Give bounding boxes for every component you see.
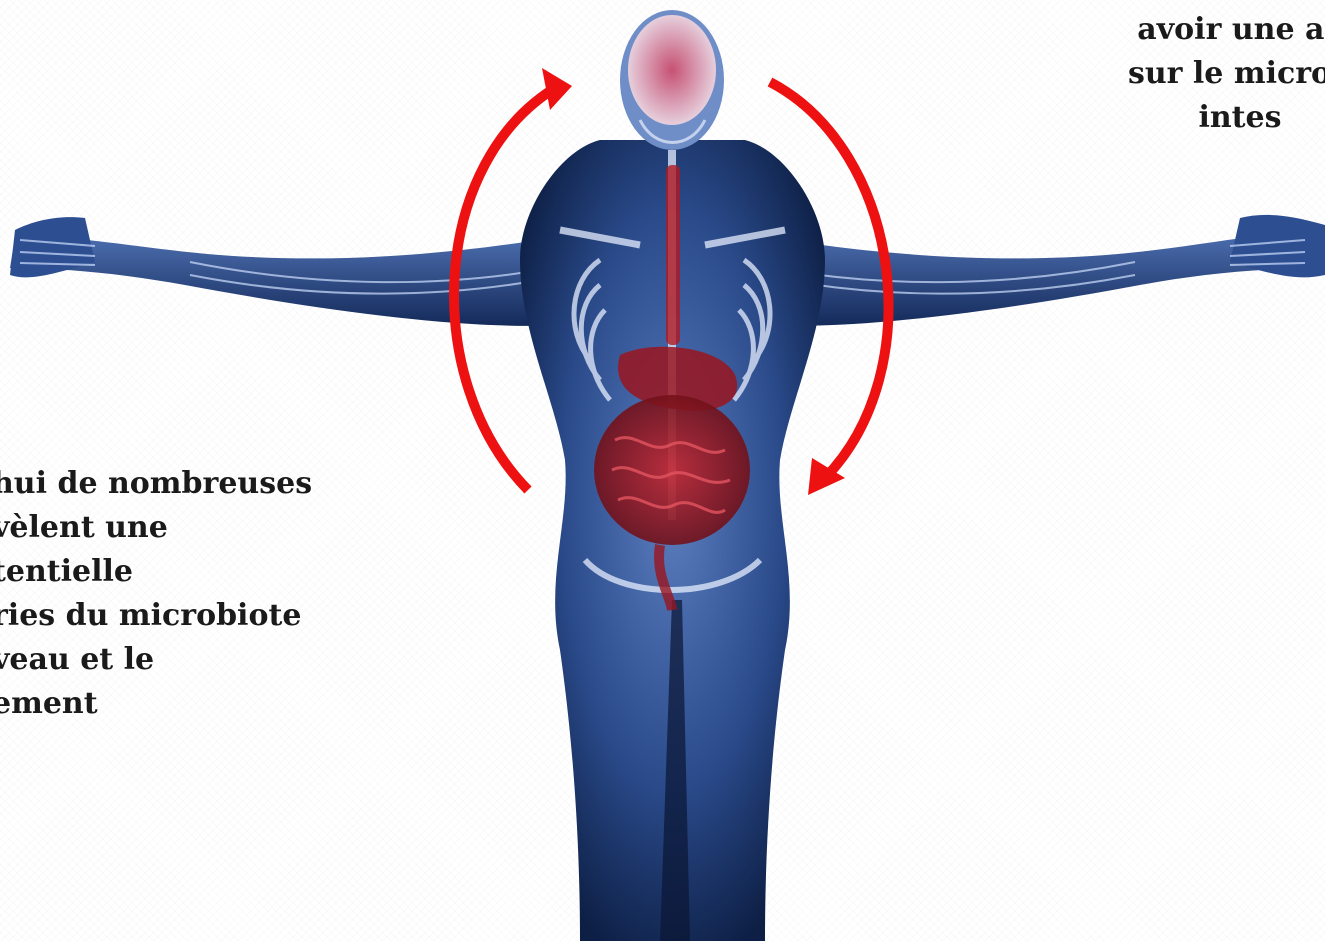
left-arm <box>10 217 570 326</box>
left-caption-line: veau et le <box>0 638 312 682</box>
left-caption-line: ement <box>0 682 312 726</box>
right-caption-line: avoir une ac <box>1030 8 1325 52</box>
left-caption-line: tentielle <box>0 550 312 594</box>
left-caption-line: ries du microbiote <box>0 594 312 638</box>
left-caption-line: vèlent une <box>0 506 312 550</box>
right-caption: avoir une ac sur le microb intes <box>1030 8 1325 140</box>
right-caption-line: intes <box>1030 96 1325 140</box>
head <box>620 10 724 150</box>
left-caption: hui de nombreuses vèlent une tentielle r… <box>0 462 312 726</box>
right-arm <box>755 215 1325 326</box>
right-caption-line: sur le microb <box>1030 52 1325 96</box>
left-caption-line: hui de nombreuses <box>0 462 312 506</box>
